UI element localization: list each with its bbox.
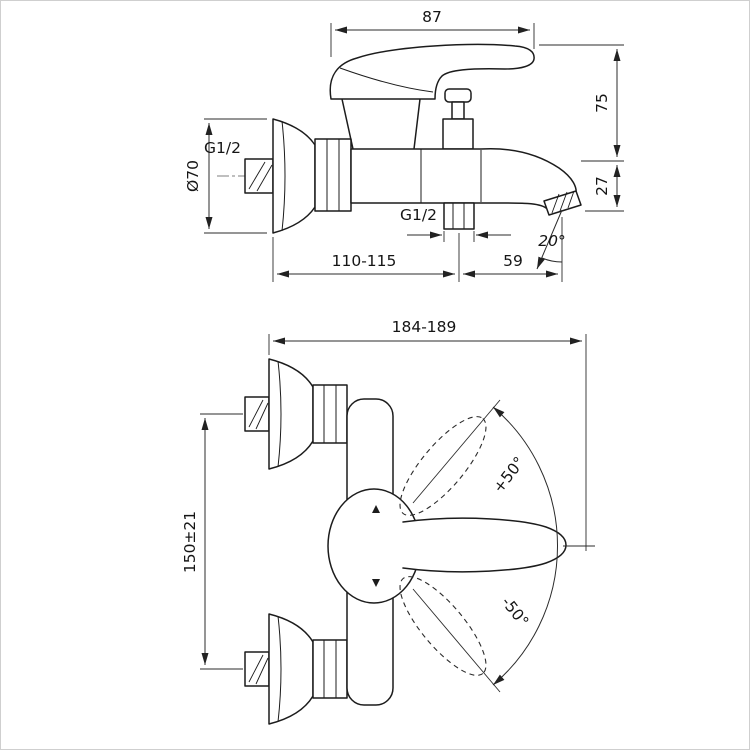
g12-outlet-label: G1/2 xyxy=(400,206,437,224)
side-view: 87 75 27 Ø70 G1/2 G1/2 xyxy=(184,8,624,282)
dim-184-189: 184-189 xyxy=(268,318,587,551)
dim-75-label: 75 xyxy=(593,93,611,113)
dim-dia70: Ø70 xyxy=(184,118,267,234)
dim-110-115-label: 110-115 xyxy=(332,252,397,270)
dim-27-label: 27 xyxy=(593,176,611,196)
index-mark-top xyxy=(372,505,380,513)
angle-minus50-label: -50° xyxy=(498,593,533,630)
wall-flange-side xyxy=(272,118,316,234)
index-mark-bottom xyxy=(372,579,380,587)
dim-110-115-59: 110-115 59 xyxy=(272,217,563,282)
cartridge-tower xyxy=(341,98,421,150)
hex-nut-side xyxy=(314,138,352,212)
g12-outlet-callout: G1/2 xyxy=(400,206,511,242)
lever-position-up-dashed xyxy=(399,416,487,516)
lever-handle-front xyxy=(402,517,567,573)
lever-handle-side xyxy=(329,43,535,100)
lever-position-down-dashed xyxy=(399,576,487,676)
angle-20: 20° xyxy=(536,209,566,270)
front-view: +50° -50° 184-189 150±21 xyxy=(181,318,595,725)
dim-dia70-label: Ø70 xyxy=(184,160,202,192)
top-connection xyxy=(244,358,348,470)
shower-outlet xyxy=(443,202,475,230)
faucet-body-spout xyxy=(350,147,577,209)
dim-184-189-label: 184-189 xyxy=(392,318,457,336)
bottom-connection xyxy=(244,613,348,725)
wall-thread-stub-side xyxy=(244,158,274,194)
angle-plus50-label: +50° xyxy=(490,453,529,496)
g12-wall-label: G1/2 xyxy=(204,139,241,157)
dim-75-27: 75 27 xyxy=(539,44,624,212)
dim-150-label: 150±21 xyxy=(181,511,199,573)
dim-87-label: 87 xyxy=(422,8,442,26)
angle-20-label: 20° xyxy=(538,232,565,250)
aerator xyxy=(543,190,582,216)
dim-150: 150±21 xyxy=(181,413,243,670)
dim-59-label: 59 xyxy=(503,252,523,270)
dim-87: 87 xyxy=(330,8,535,57)
diverter-knob xyxy=(442,88,474,150)
